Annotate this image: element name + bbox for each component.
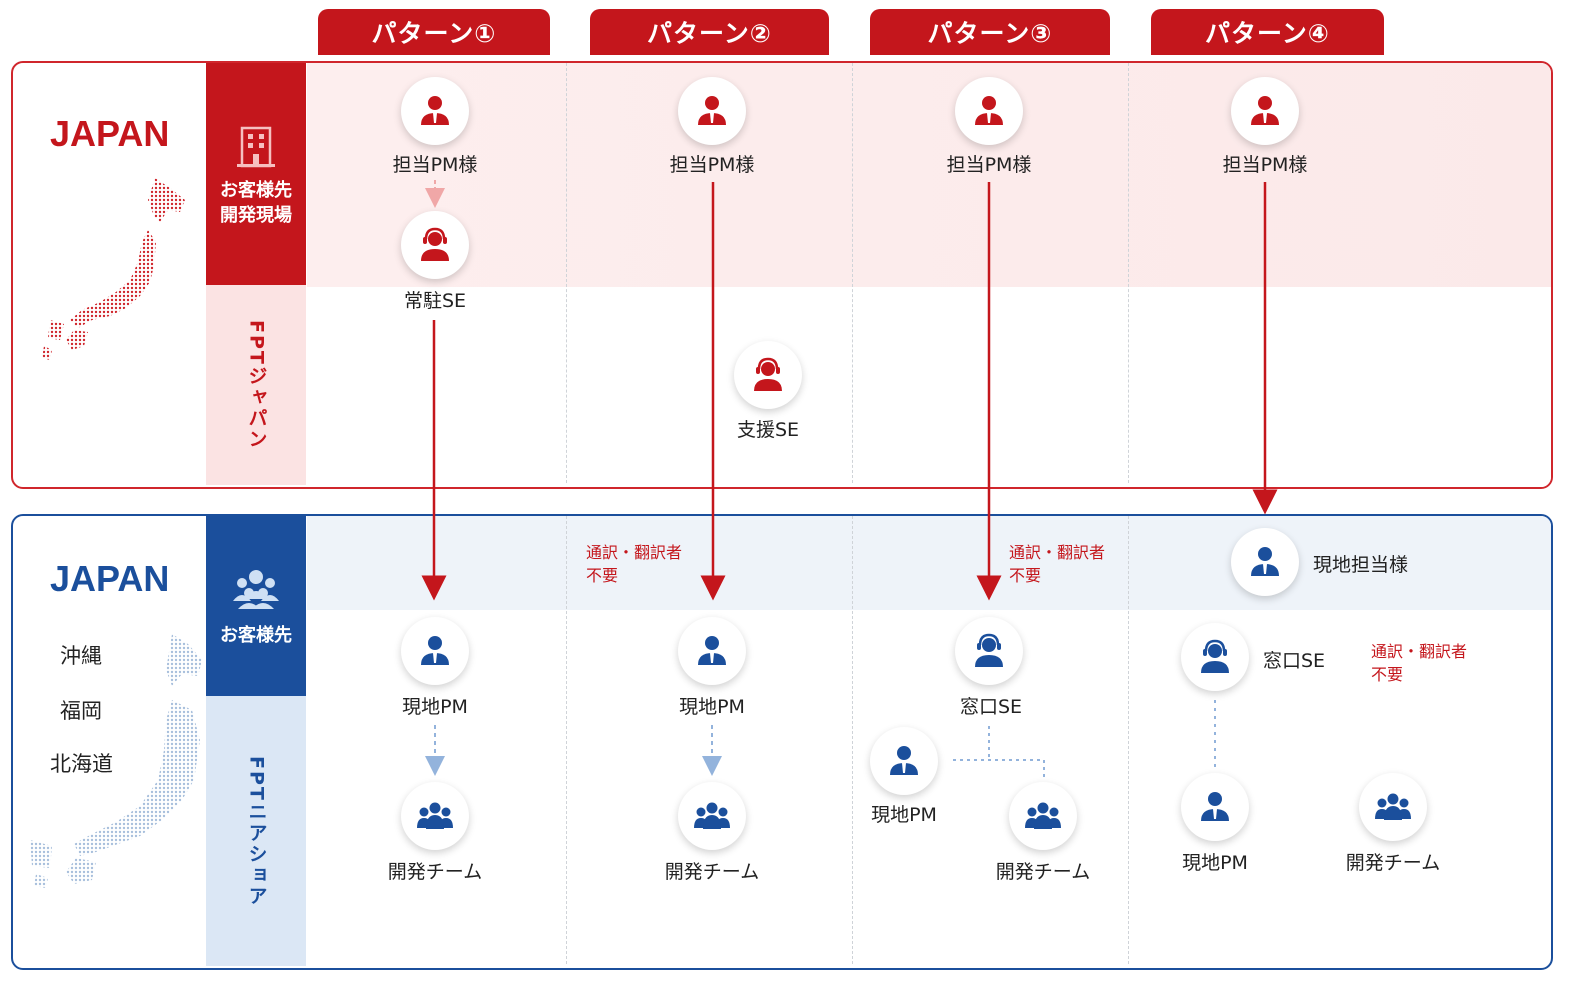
no-interpreter-note-4: 通訳・翻訳者 不要 [1371,642,1468,684]
dev-team-label: 開発チーム [995,861,1091,883]
japan-map-top [42,178,185,360]
customer-pm-label: 担当PM様 [1222,154,1308,176]
window-se-label: 窓口SE [959,696,1023,718]
bottom-fpt-label: FPTニアショア [206,696,306,966]
local-pm-label: 現地PM [679,696,745,718]
customer-pm-label: 担当PM様 [946,154,1032,176]
top-fpt-label: FPTジャパン [206,285,306,485]
person-icon [975,96,1003,125]
dev-team-label: 開発チーム [664,861,760,883]
person-icon [890,746,918,775]
local-contact-label: 現地担当様 [1313,554,1409,576]
city-hokkaido: 北海道 [50,752,113,776]
column-separator [852,516,853,964]
group-icon [694,802,730,829]
no-interpreter-note-3: 通訳・翻訳者 不要 [1009,543,1106,585]
local-contact-node [1231,528,1299,596]
no-interpreter-note-2: 通訳・翻訳者 不要 [586,543,683,585]
person-icon [1251,547,1279,576]
window-se-node-3 [955,617,1023,685]
person-icon [698,636,726,665]
dev-team-node-3 [1009,782,1077,850]
bottom-region-panel [11,514,1553,970]
dev-team-node-4 [1359,773,1427,841]
tab-pattern-4[interactable]: パターン④ [1151,9,1384,55]
person-icon [1201,792,1229,821]
column-separator [1128,516,1129,964]
city-okinawa: 沖縄 [60,644,102,668]
city-fukuoka: 福岡 [60,699,102,723]
bottom-client-label: お客様先 [206,516,306,696]
resident-se-label: 常駐SE [403,290,467,312]
customer-pm-node-1 [401,77,469,145]
support-se-node [734,341,802,409]
headset-person-icon [754,357,782,391]
resident-se-node [401,211,469,279]
dev-team-node-2 [678,782,746,850]
top-region-title: JAPAN [50,113,170,154]
building-icon [237,126,275,168]
local-pm-node-2 [678,617,746,685]
customer-pm-node-3 [955,77,1023,145]
local-pm-label: 現地PM [871,804,937,826]
bottom-client-band [307,516,1551,610]
window-se-label: 窓口SE [1263,650,1326,672]
local-pm-label: 現地PM [402,696,468,718]
local-pm-label: 現地PM [1182,852,1248,874]
bottom-fpt-label-text: FPTニアショア [245,755,268,907]
top-fpt-label-text: FPTジャパン [245,320,268,450]
top-region-panel [11,61,1553,489]
japan-map-bottom [30,634,202,888]
headset-person-icon [975,633,1003,667]
local-pm-node-4 [1181,773,1249,841]
local-pm-node-1 [401,617,469,685]
person-icon [421,636,449,665]
customer-pm-node-2 [678,77,746,145]
bottom-region-title: JAPAN [50,558,170,599]
customer-pm-node-4 [1231,77,1299,145]
column-separator [566,63,567,483]
dev-team-label: 開発チーム [1345,852,1441,874]
tab-pattern-1[interactable]: パターン① [318,9,550,55]
dev-team-node-1 [401,782,469,850]
person-icon [1251,96,1279,125]
column-separator [1128,63,1129,483]
tab-pattern-3[interactable]: パターン③ [870,9,1110,55]
bottom-client-label-text: お客様先 [220,624,292,646]
top-fpt-band [307,287,1551,487]
group-icon [417,802,453,829]
headset-person-icon [421,227,449,261]
group-icon [1025,802,1061,829]
customer-pm-label: 担当PM様 [669,154,755,176]
customer-pm-label: 担当PM様 [392,154,478,176]
local-pm-node-3 [870,727,938,795]
person-icon [698,96,726,125]
tab-pattern-2[interactable]: パターン② [590,9,829,55]
group-icon [1375,793,1411,820]
window-se-node-4 [1181,623,1249,691]
top-client-band [307,63,1551,287]
column-separator [852,63,853,483]
top-client-label: お客様先 開発現場 [206,63,306,285]
top-client-label-text: お客様先 開発現場 [220,180,292,226]
dev-team-label: 開発チーム [387,861,483,883]
group-icon [233,569,279,609]
column-separator [566,516,567,964]
support-se-label: 支援SE [736,419,800,441]
headset-person-icon [1201,639,1229,673]
person-icon [421,96,449,125]
